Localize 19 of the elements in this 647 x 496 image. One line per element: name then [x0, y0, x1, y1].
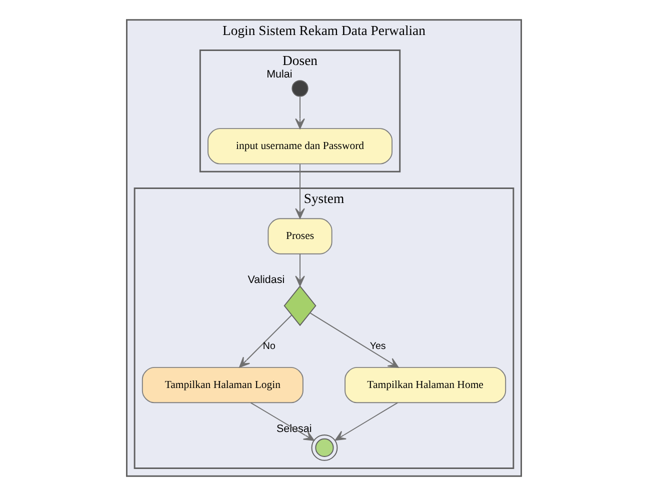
- arrow: [294, 164, 304, 219]
- arrow: [250, 402, 314, 441]
- node-diamond: [283, 285, 316, 326]
- node-box: Tampilkan Halaman Home: [344, 366, 506, 404]
- arrow: [309, 312, 398, 368]
- node-label: Mulai: [266, 68, 292, 80]
- node-circle: [291, 80, 308, 97]
- edge-label: No: [262, 340, 275, 352]
- arrow: [294, 96, 304, 130]
- edge-label: Yes: [369, 340, 386, 352]
- arrow: [334, 402, 398, 441]
- node-box: input username dan Password: [207, 128, 392, 164]
- node-label: Validasi: [247, 274, 284, 286]
- node-circle: [310, 434, 338, 461]
- arrow: [238, 314, 292, 368]
- node-label: Selesai: [276, 422, 312, 435]
- arrow: [294, 253, 304, 286]
- node-box: Proses: [267, 218, 332, 254]
- node-box: Tampilkan Halaman Login: [141, 366, 303, 404]
